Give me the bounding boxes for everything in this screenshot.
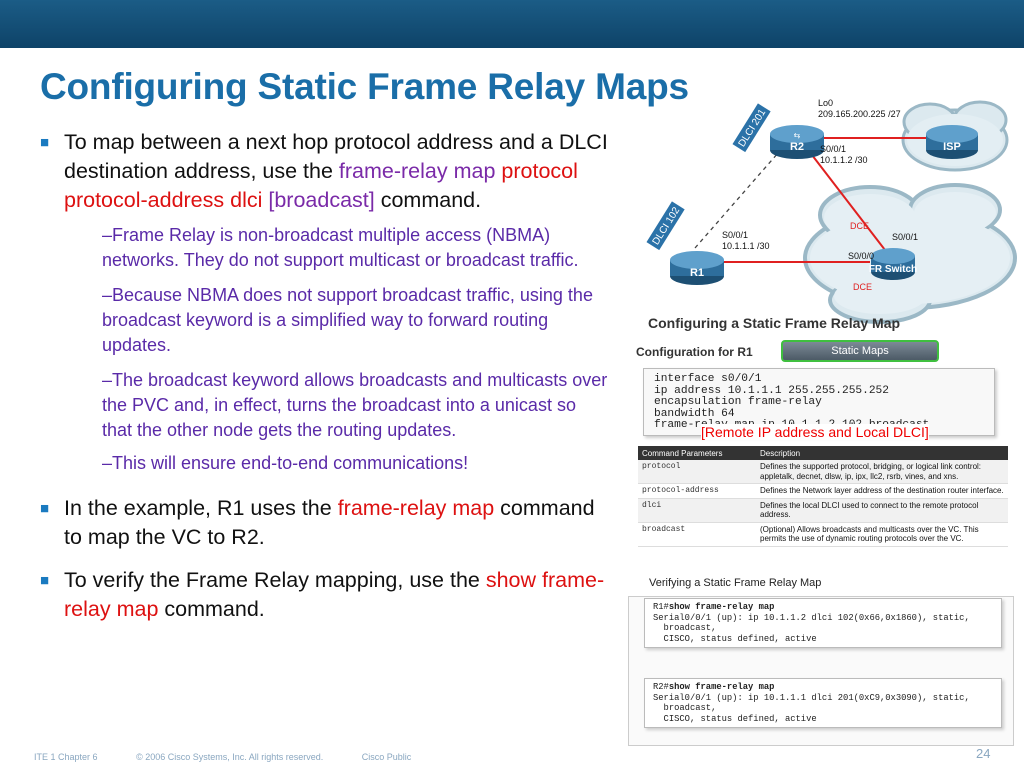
- r2-show-output: R2#show frame-relay map Serial0/0/1 (up)…: [644, 678, 1002, 729]
- r1-interface: S0/0/1: [722, 230, 748, 240]
- r1-ip: 10.1.1.1 /30: [722, 241, 770, 251]
- router-isp-icon: ISP: [926, 125, 978, 159]
- table-row: protocol-address Defines the Network lay…: [638, 483, 1008, 499]
- dce-label-1: DCE: [850, 221, 869, 231]
- parameters-table: Command Parameters Description protocol …: [638, 446, 1008, 547]
- bullet-square-icon: ■: [40, 134, 50, 151]
- command-name: frame-relay map: [338, 159, 496, 183]
- pvc-dashed-line: [694, 144, 786, 249]
- config-line: interface s0/0/1: [654, 373, 762, 385]
- footer-classification: Cisco Public: [361, 752, 412, 762]
- bullet-1: ■ To map between a next hop protocol add…: [40, 128, 610, 215]
- router-r1-icon: R1: [670, 251, 724, 285]
- table-cell: Defines the Network layer address of the…: [756, 483, 1008, 499]
- isp-label: ISP: [943, 141, 961, 153]
- table-cell: (Optional) Allows broadcasts and multica…: [756, 522, 1008, 547]
- bullet-3: ■ To verify the Frame Relay mapping, use…: [40, 566, 610, 624]
- dlci-201-label: DLCI 201: [732, 103, 771, 153]
- svg-text:⇆: ⇆: [794, 131, 801, 140]
- command: show frame-relay map: [668, 602, 775, 612]
- bullet-square-icon: ■: [40, 572, 50, 589]
- verify-heading: Verifying a Static Frame Relay Map: [649, 577, 822, 589]
- table-row: dlci Defines the local DLCI used to conn…: [638, 498, 1008, 523]
- sub-bullet-3: –The broadcast keyword allows broadcasts…: [102, 370, 608, 440]
- table-header-row: Command Parameters Description: [638, 446, 1008, 460]
- sub-bullet-4: –This will ensure end-to-end communicati…: [102, 453, 469, 473]
- table-cell: Defines the local DLCI used to connect t…: [756, 498, 1008, 523]
- output-line: broadcast,: [653, 703, 717, 714]
- dlci-102-label: DLCI 102: [646, 201, 685, 251]
- r2-switch-link: [811, 154, 886, 251]
- r2-label: R2: [790, 141, 804, 153]
- slide-title: Configuring Static Frame Relay Maps: [40, 66, 689, 107]
- frame-relay-switch-icon: FR Switch: [869, 248, 917, 280]
- config-line: ip address 10.1.1.1 255.255.255.252: [654, 384, 889, 397]
- lo0-label: Lo0: [818, 98, 833, 108]
- r2-ip: 10.1.1.2 /30: [820, 155, 868, 165]
- output-line: Serial0/0/1 (up): ip 10.1.1.1 dlci 201(0…: [653, 692, 970, 703]
- lo0-ip: 209.165.200.225 /27: [818, 109, 901, 119]
- annotation-note: [Remote IP address and Local DLCI]: [701, 424, 929, 440]
- prompt: R2#: [653, 682, 669, 692]
- fr-switch-label: FR Switch: [869, 264, 917, 275]
- r1-show-output: R1#show frame-relay map Serial0/0/1 (up)…: [644, 598, 1002, 649]
- table-cell: dlci: [638, 498, 756, 523]
- figure-heading: Configuring a Static Frame Relay Map: [648, 315, 901, 331]
- sub-bullet-1: –Frame Relay is non-broadcast multiple a…: [102, 225, 579, 270]
- bullet-text: command.: [158, 597, 265, 621]
- command: show frame-relay map: [668, 682, 775, 692]
- router-r2-icon: ⇆ R2: [770, 125, 824, 159]
- footer-copyright: © 2006 Cisco Systems, Inc. All rights re…: [136, 752, 324, 762]
- config-line: encapsulation frame-relay: [654, 396, 822, 408]
- bullet-list: ■ To map between a next hop protocol add…: [40, 128, 610, 624]
- switch-s000: S0/0/0: [848, 251, 874, 261]
- output-line: broadcast,: [653, 623, 717, 634]
- bullet-text: In the example, R1 uses the: [64, 496, 338, 520]
- column-header: Command Parameters: [638, 446, 756, 460]
- table-row: protocol Defines the supported protocol,…: [638, 460, 1008, 484]
- prompt: R1#: [653, 602, 669, 612]
- bullet-text: command.: [374, 188, 482, 212]
- table-row: broadcast (Optional) Allows broadcasts a…: [638, 522, 1008, 547]
- command-name: show frame-relay map: [64, 568, 605, 621]
- command-args: protocol protocol-address dlci: [64, 159, 578, 212]
- output-line: Serial0/0/1 (up): ip 10.1.1.2 dlci 102(0…: [653, 612, 970, 623]
- r2-interface: S0/0/1: [820, 144, 846, 154]
- column-header: Description: [756, 446, 1008, 460]
- footer-chapter: ITE 1 Chapter 6: [34, 752, 98, 762]
- bullet-text: To map between a next hop protocol addre…: [64, 130, 608, 183]
- dce-label-2: DCE: [853, 282, 872, 292]
- static-maps-tab[interactable]: Static Maps: [781, 340, 939, 362]
- footer: ITE 1 Chapter 6 © 2006 Cisco Systems, In…: [34, 752, 447, 762]
- table-cell: protocol-address: [638, 483, 756, 499]
- table-cell: Defines the supported protocol, bridging…: [756, 460, 1008, 484]
- sub-bullet-2: –Because NBMA does not support broadcast…: [102, 285, 593, 355]
- table-cell: protocol: [638, 460, 756, 484]
- bullet-2: ■ In the example, R1 uses the frame-rela…: [40, 494, 610, 552]
- config-label: Configuration for R1: [636, 345, 753, 359]
- table-cell: broadcast: [638, 522, 756, 547]
- command-optional: [broadcast]: [268, 188, 375, 212]
- bullet-square-icon: ■: [40, 500, 50, 517]
- bullet-text: To verify the Frame Relay mapping, use t…: [64, 568, 486, 592]
- r1-label: R1: [690, 267, 704, 279]
- page-number: 24: [976, 746, 991, 761]
- output-line: CISCO, status defined, active: [653, 633, 817, 644]
- output-line: CISCO, status defined, active: [653, 713, 817, 724]
- config-line: bandwidth 64: [654, 407, 735, 420]
- bullet-text: command to map the VC to R2.: [64, 496, 595, 549]
- switch-s001: S0/0/1: [892, 232, 918, 242]
- top-banner: [0, 0, 1024, 48]
- static-maps-tab-label: Static Maps: [831, 345, 889, 357]
- network-diagram: DLCI 201 DLCI 102 ⇆ R2 ISP R1 FR Switch …: [646, 98, 1017, 324]
- command-name: frame-relay map: [337, 496, 495, 520]
